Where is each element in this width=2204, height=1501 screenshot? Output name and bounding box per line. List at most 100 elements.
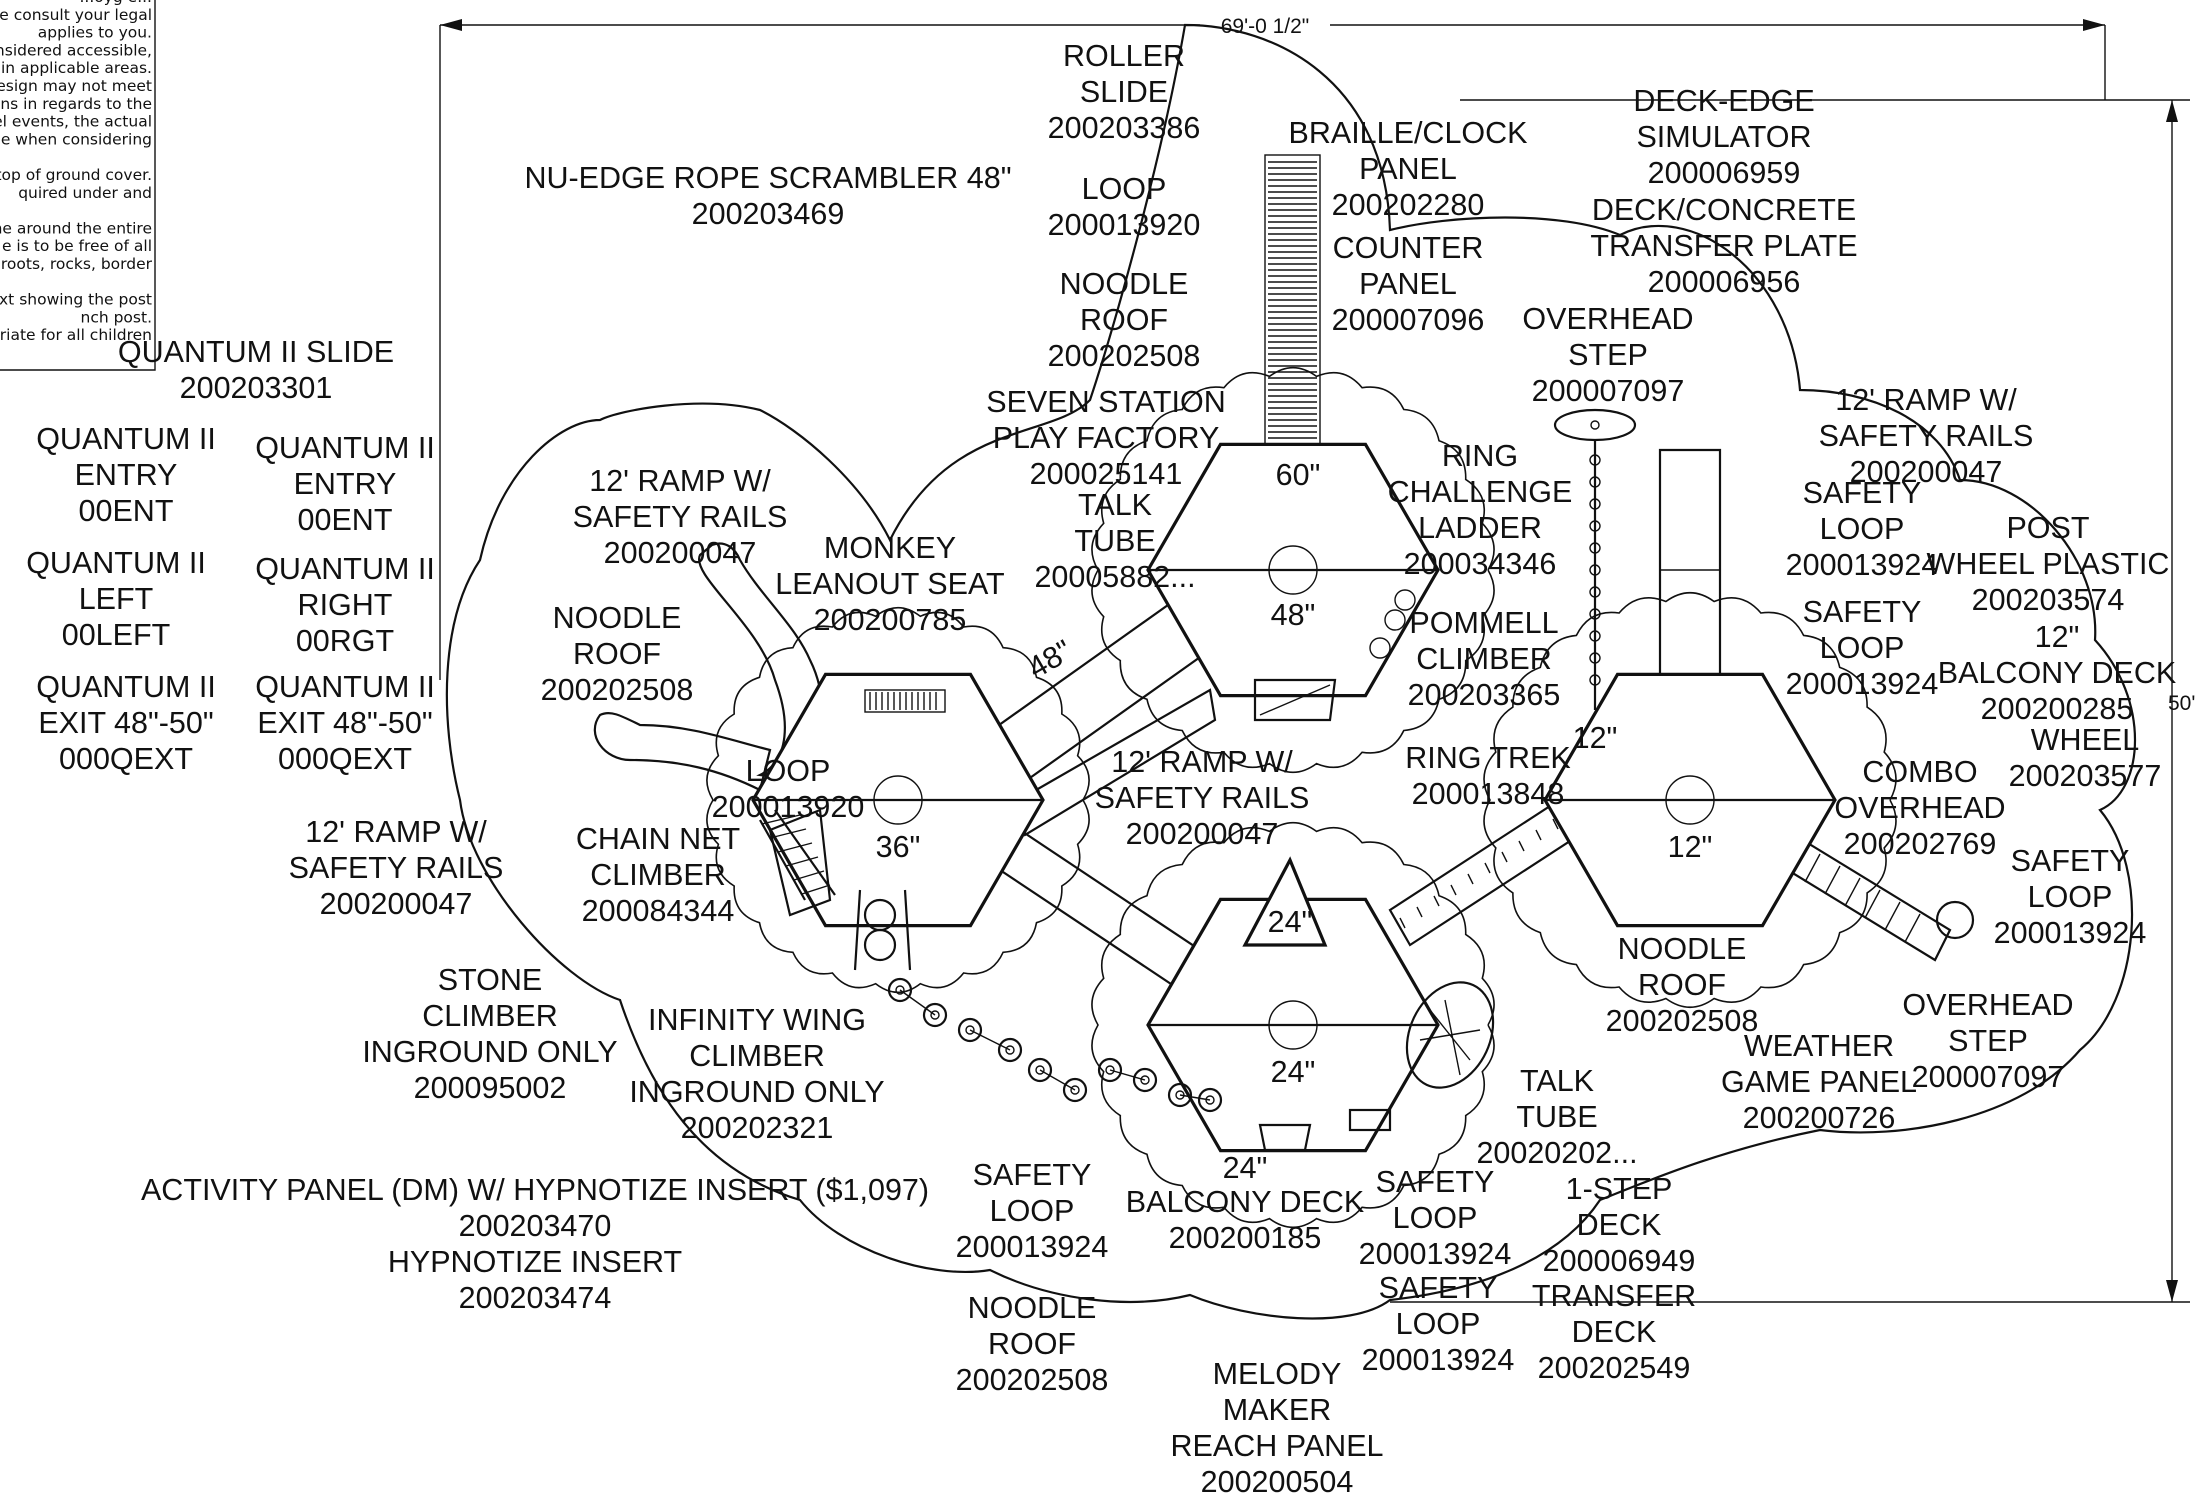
label-line: DECK/CONCRETE [1592, 193, 1856, 227]
triangle-height-24: 24" [1268, 905, 1313, 939]
note-line: roots, rocks, border [1, 255, 153, 273]
label-line: QUANTUM II [255, 552, 435, 586]
label-line: 200200785 [814, 603, 967, 637]
tree-canopy [1091, 366, 1495, 774]
label-line: BALCONY DECK [1126, 1185, 1364, 1219]
label-line: OVERHEAD [1902, 988, 2073, 1022]
label-line: 200202508 [1048, 339, 1201, 373]
label-line: RIGHT [298, 588, 393, 622]
roller-slide-structure [1264, 154, 1321, 476]
label-line: DECK-EDGE [1633, 84, 1814, 118]
label-line: CLIMBER [689, 1039, 825, 1073]
note-line: text showing the post [0, 291, 152, 309]
label-line: 200200047 [1850, 455, 2003, 489]
label-line: INGROUND ONLY [362, 1035, 617, 1069]
label-line: DECK [1577, 1208, 1662, 1242]
label-line: LOOP [746, 754, 831, 788]
note-line: vel events, the actual [0, 113, 152, 131]
note-line: zone around the entire [0, 219, 152, 237]
label-line: INGROUND ONLY [629, 1075, 884, 1109]
label-line: SAFETY RAILS [289, 851, 504, 885]
label-line: 200200047 [320, 887, 473, 921]
label-line: 12' RAMP W/ [589, 464, 771, 498]
label-line: 200200285 [1981, 692, 2134, 726]
label-line: LADDER [1418, 511, 1542, 545]
label-line: 200203386 [1048, 111, 1201, 145]
label-line: BRAILLE/CLOCK [1288, 116, 1527, 150]
label-line: SAFETY [973, 1158, 1092, 1192]
label-line: EXIT 48"-50" [38, 706, 213, 740]
label-line: WHEEL [2031, 723, 2139, 757]
label-line: 200013924 [1359, 1237, 1512, 1271]
tree-canopy [1483, 591, 1897, 1009]
width-dimension: 69'-0 1/2" [1221, 15, 1310, 38]
label-line: LEANOUT SEAT [775, 567, 1004, 601]
hex-decks [751, 442, 1837, 1153]
label-line: 200202549 [1538, 1351, 1691, 1385]
misc-components [759, 408, 1975, 1152]
label-line: 200013920 [1048, 208, 1201, 242]
label-line: 200203574 [1972, 583, 2125, 617]
triangle-deck [1242, 856, 1328, 947]
label-line: CHALLENGE [1388, 475, 1573, 509]
label-line: 200203470 [459, 1209, 612, 1243]
deck-height-12: 12" [1668, 830, 1713, 864]
label-line: TUBE [1516, 1100, 1597, 1134]
label-line: 12' RAMP W/ [1835, 383, 2017, 417]
label-line: SAFETY [2011, 844, 2130, 878]
label-line: MELODY [1213, 1357, 1342, 1391]
label-line: 200007097 [1532, 374, 1685, 408]
label-line: 200202508 [541, 673, 694, 707]
balcony-height-24: 24" [1223, 1151, 1268, 1185]
label-line: 1-STEP [1566, 1172, 1673, 1206]
label-line: ROOF [1638, 968, 1726, 1002]
label-line: LOOP [2028, 880, 2113, 914]
label-line: LOOP [990, 1194, 1075, 1228]
label-line: STONE [438, 963, 543, 997]
label-line: PANEL [1359, 267, 1457, 301]
deck-post-circle [1268, 1000, 1318, 1050]
label-line: 200203365 [1408, 678, 1561, 712]
label-line: 200203474 [459, 1281, 612, 1315]
label-line: 200006949 [1543, 1244, 1696, 1278]
deck-height-36: 36" [876, 830, 921, 864]
label-line: SAFETY RAILS [1819, 419, 2034, 453]
note-line: priate for all children [0, 326, 152, 344]
label-line: MONKEY [824, 531, 956, 565]
label-line: 200200047 [1126, 817, 1279, 851]
label-line: CHAIN NET [576, 822, 740, 856]
label-line: 00LEFT [62, 618, 171, 652]
label-line: 200202280 [1332, 188, 1485, 222]
label-line: 200013924 [1362, 1343, 1515, 1377]
label-line: 200007096 [1332, 303, 1485, 337]
label-line: LOOP [1393, 1201, 1478, 1235]
label-line: OVERHEAD [1522, 302, 1693, 336]
label-line: 200013924 [956, 1230, 1109, 1264]
label-line: RING TREK [1405, 741, 1571, 775]
label-line: POST [2006, 511, 2089, 545]
note-line: nch post. [81, 308, 153, 326]
label-line: RING [1442, 439, 1518, 473]
tree-canopies [706, 366, 1897, 1229]
label-line: QUANTUM II [255, 670, 435, 704]
label-line: 200202321 [681, 1111, 834, 1145]
label-line: 200084344 [582, 894, 735, 928]
